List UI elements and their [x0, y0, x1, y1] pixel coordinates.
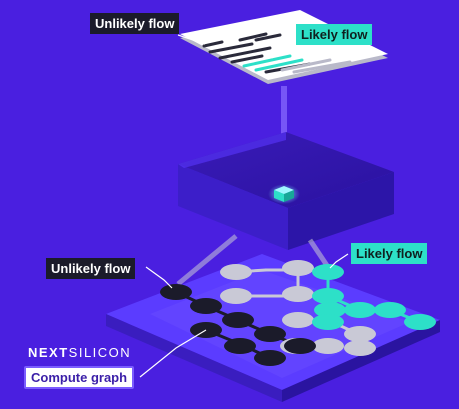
chip-icon — [274, 186, 294, 202]
likely-flow-label-top: Likely flow — [296, 24, 373, 45]
compute-graph-label: Compute graph — [24, 366, 135, 389]
graph-nodes — [160, 260, 436, 366]
likely-nodes — [312, 264, 436, 330]
unlikely-nodes — [160, 284, 316, 366]
code-lines — [202, 32, 352, 74]
code-document — [180, 10, 388, 84]
callout-lines — [139, 32, 349, 378]
unlikely-flow-label-top: Unlikely flow — [90, 13, 180, 34]
likely-flow-label-right: Likely flow — [351, 243, 428, 264]
brand-light: SILICON — [68, 345, 132, 360]
brand-bold: NEXT — [28, 345, 69, 360]
processor-box — [178, 132, 394, 250]
unlikely-flow-label-left: Unlikely flow — [46, 258, 136, 279]
nextsilicon-logo: NEXTSILICON — [28, 345, 131, 360]
